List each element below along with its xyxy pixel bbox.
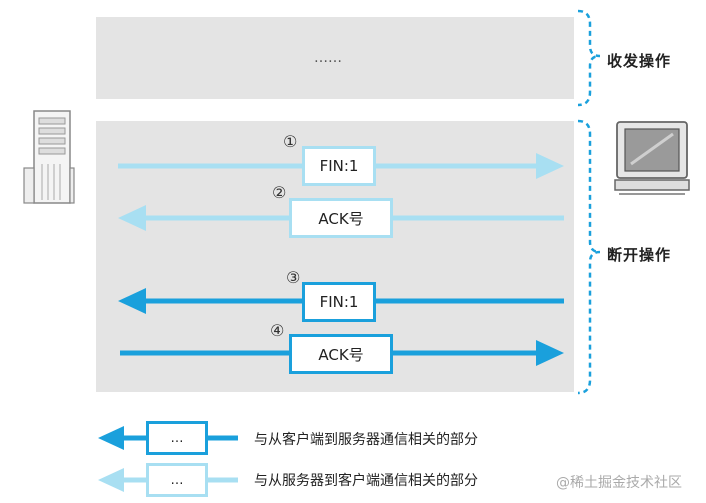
- step-1-label: ①: [283, 132, 298, 151]
- ack-box-4: ACK号: [289, 334, 393, 374]
- legend-dark-text: 与从客户端到服务器通信相关的部分: [254, 432, 478, 448]
- legend-light-box: …: [146, 463, 208, 497]
- step-4-label: ④: [270, 321, 285, 340]
- watermark: @稀土掘金技术社区: [556, 475, 682, 491]
- disconnect-brace: [577, 119, 601, 395]
- disconnect-label: 断开操作: [607, 246, 672, 264]
- step-3-label: ③: [286, 268, 301, 287]
- send-receive-ellipsis: ……: [314, 50, 342, 66]
- send-receive-brace: [577, 9, 601, 107]
- legend-dark-box: …: [146, 421, 208, 455]
- server-icon: [23, 110, 75, 204]
- step-2-label: ②: [272, 183, 287, 202]
- send-receive-panel: [96, 17, 574, 99]
- computer-monitor-icon: [614, 121, 690, 195]
- send-receive-label: 收发操作: [607, 52, 672, 70]
- legend-light-text: 与从服务器到客户端通信相关的部分: [254, 473, 478, 489]
- fin-box-1: FIN:1: [302, 146, 376, 186]
- fin-box-3: FIN:1: [302, 282, 376, 322]
- ack-box-2: ACK号: [289, 198, 393, 238]
